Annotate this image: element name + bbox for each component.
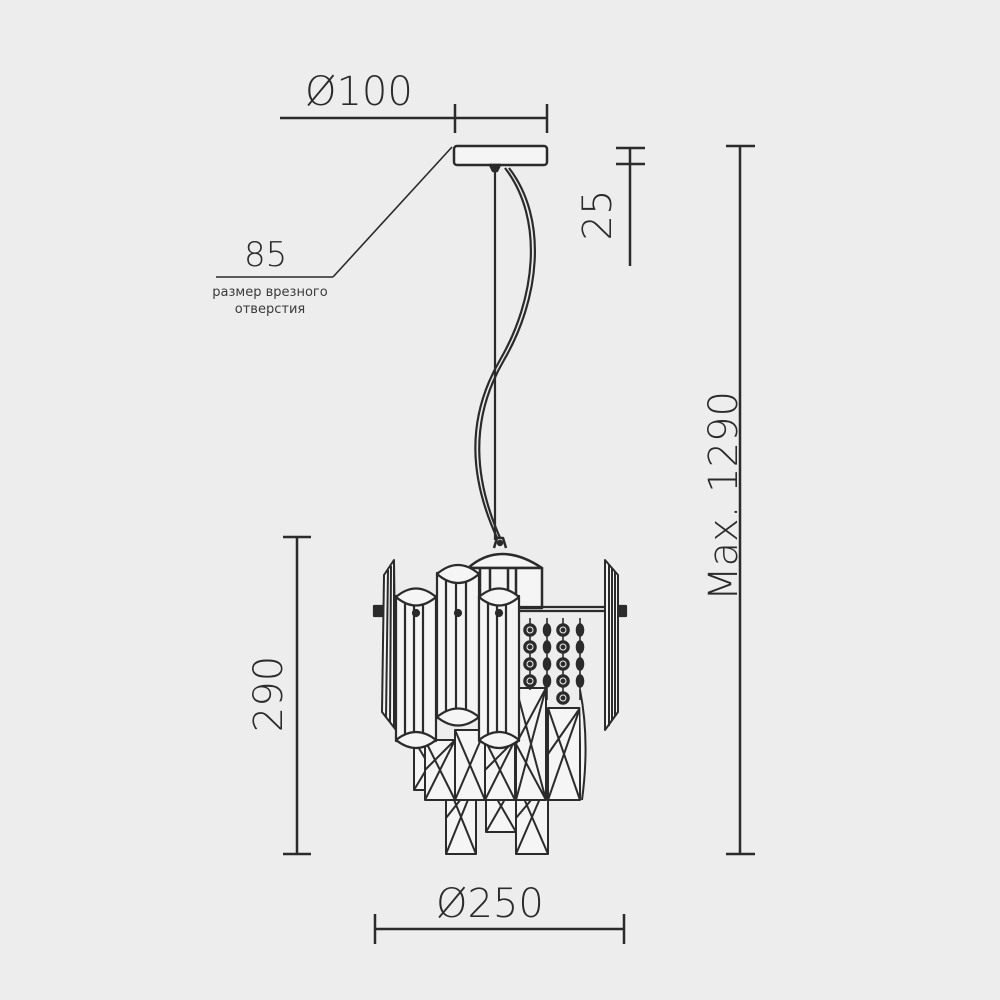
dimension-label-fixture-diameter: Ø250 [436,881,544,927]
dimension-label-mounting-hole: 85 [244,235,288,275]
dimension-290 [283,535,311,856]
dimension-25 [616,146,645,266]
bead-chains [523,618,585,705]
dimension-label-canopy-height: 25 [575,189,621,241]
right-glass-panel [604,559,619,731]
dimension-label-canopy-diameter: Ø100 [305,69,413,115]
tube-left [394,587,438,750]
dimension-label-fixture-height: 290 [246,655,292,733]
dimension-d250 [373,914,626,944]
mounting-hole-caption: размер врезного отверстия [212,285,328,317]
suspension [474,167,536,541]
leader-85 [216,146,453,278]
dimension-d100 [280,104,549,133]
left-glass-panel [381,559,397,731]
crystal-tubes [394,563,521,750]
tube-right [477,587,521,750]
dimension-label-max-height: Max. 1290 [701,391,747,601]
dimension-1290 [726,144,755,856]
tube-middle [435,563,481,727]
canopy [452,144,549,173]
